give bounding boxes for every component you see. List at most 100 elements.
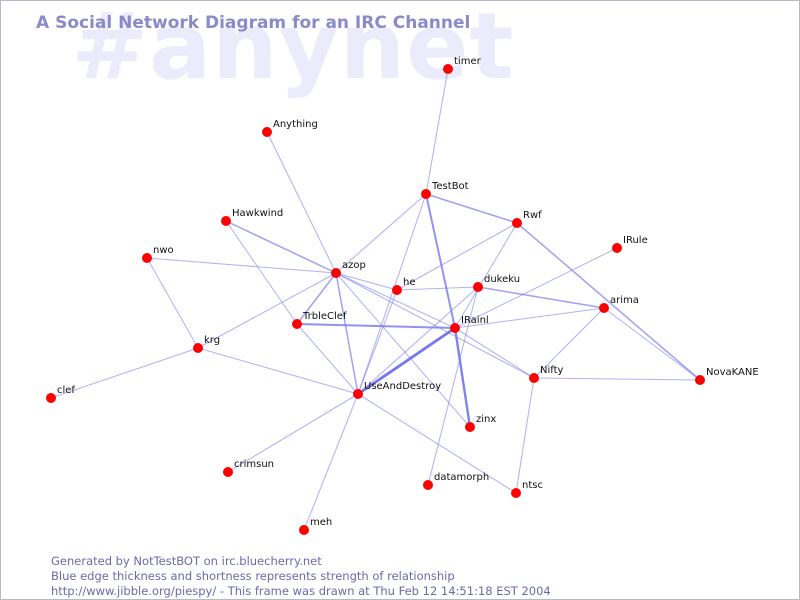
edge-azop-zinx [335,272,471,428]
node-dukeku: dukeku [473,274,520,292]
node-dot-NovaKANE [695,375,705,385]
node-dot-arima [599,303,609,313]
edge-azop-krg [197,272,337,349]
edge-IRule-IRainl [454,247,618,329]
node-dot-nwo [142,253,152,263]
edge-Hawkwind-TrbleClef [225,220,298,325]
channel-watermark: #anynet [71,0,515,100]
edge-UseAndDestroy-meh [303,393,359,531]
node-dot-datamorph [423,480,433,490]
node-dot-dukeku [473,282,483,292]
node-zinx: zinx [465,414,496,432]
edge-Anything-azop [266,131,337,274]
node-NovaKANE: NovaKANE [695,367,759,385]
node-dot-Rwf [512,218,522,228]
node-Nifty: Nifty [529,365,564,383]
node-arima: arima [599,295,639,313]
node-krg: krg [193,335,220,353]
node-label-IRule: IRule [623,235,648,246]
node-dot-ntsc [511,488,521,498]
edge-Rwf-NovaKANE [516,222,701,381]
node-label-timer: timer [454,56,482,67]
node-dot-clef [46,393,56,403]
node-Rwf: Rwf [512,210,542,228]
footer-legend-note: Blue edge thickness and shortness repres… [51,569,455,583]
node-TrbleClef: TrbleClef [292,311,347,329]
footer-generated-by: Generated by NotTestBOT on irc.bluecherr… [51,554,322,568]
edge-TestBot-UseAndDestroy [357,193,427,395]
node-dot-krg [193,343,203,353]
node-IRainl: IRainl [450,315,489,333]
node-dot-Nifty [529,373,539,383]
node-Hawkwind: Hawkwind [221,208,283,226]
node-UseAndDestroy: UseAndDestroy [353,381,441,399]
node-dot-UseAndDestroy [353,389,363,399]
edge-TestBot-IRainl [425,193,456,329]
edge-Rwf-he [396,222,518,291]
edge-Nifty-NovaKANE [533,377,701,381]
edge-arima-NovaKANE [603,307,701,381]
node-dot-timer [443,64,453,74]
edge-arima-IRainl [454,307,605,329]
edge-UseAndDestroy-ntsc [357,393,517,494]
edge-arima-Nifty [533,307,605,379]
edge-krg-clef [50,347,199,399]
node-label-NovaKANE: NovaKANE [706,367,759,378]
edge-dukeku-arima [477,286,605,309]
node-dot-TestBot [421,189,431,199]
node-label-he: he [403,277,416,288]
edge-Rwf-IRainl [454,222,518,329]
node-label-TrbleClef: TrbleClef [302,311,347,322]
node-nwo: nwo [142,245,174,263]
node-azop: azop [331,260,366,278]
edge-TrbleClef-UseAndDestroy [296,323,359,395]
node-label-clef: clef [57,385,75,396]
node-label-dukeku: dukeku [484,274,520,285]
node-dot-zinx [465,422,475,432]
node-label-Rwf: Rwf [523,210,542,221]
node-label-azop: azop [342,260,366,271]
edge-IRainl-Nifty [454,327,535,379]
node-label-krg: krg [204,335,220,346]
diagram-title: A Social Network Diagram for an IRC Chan… [36,13,471,33]
node-dot-TrbleClef [292,319,302,329]
node-dot-meh [299,525,309,535]
node-label-Anything: Anything [273,119,318,130]
edge-Nifty-ntsc [515,377,535,494]
node-meh: meh [299,517,332,535]
node-IRule: IRule [612,235,648,253]
footer: Generated by NotTestBOT on irc.bluecherr… [51,554,551,599]
edge-azop-TrbleClef [296,272,337,325]
node-TestBot: TestBot [421,181,469,199]
footer-url-timestamp[interactable]: http://www.jibble.org/piespy/ - This fra… [51,584,551,598]
node-timer: timer [443,56,482,74]
node-label-IRainl: IRainl [461,315,489,326]
node-dot-crimsun [223,467,233,477]
edge-IRainl-UseAndDestroy [357,326,456,396]
node-dot-he [392,285,402,295]
node-label-nwo: nwo [153,245,174,256]
edge-Hawkwind-azop [225,220,337,274]
node-label-meh: meh [310,517,332,528]
edge-azop-he [335,272,398,291]
node-label-crimsun: crimsun [234,459,274,470]
node-label-UseAndDestroy: UseAndDestroy [364,381,441,392]
edge-dukeku-datamorph [427,286,479,486]
edge-TestBot-Rwf [425,193,518,224]
node-dot-Hawkwind [221,216,231,226]
node-label-ntsc: ntsc [522,480,543,491]
node-label-zinx: zinx [476,414,496,425]
edge-layer [50,68,701,531]
node-ntsc: ntsc [511,480,543,498]
edge-nwo-krg [146,257,199,349]
node-he: he [392,277,416,295]
node-dot-IRainl [450,323,460,333]
edge-TestBot-azop [335,193,427,274]
node-Anything: Anything [262,119,318,137]
edge-IRainl-zinx [453,327,472,428]
edge-dukeku-UseAndDestroy [357,286,479,395]
node-crimsun: crimsun [223,459,274,477]
